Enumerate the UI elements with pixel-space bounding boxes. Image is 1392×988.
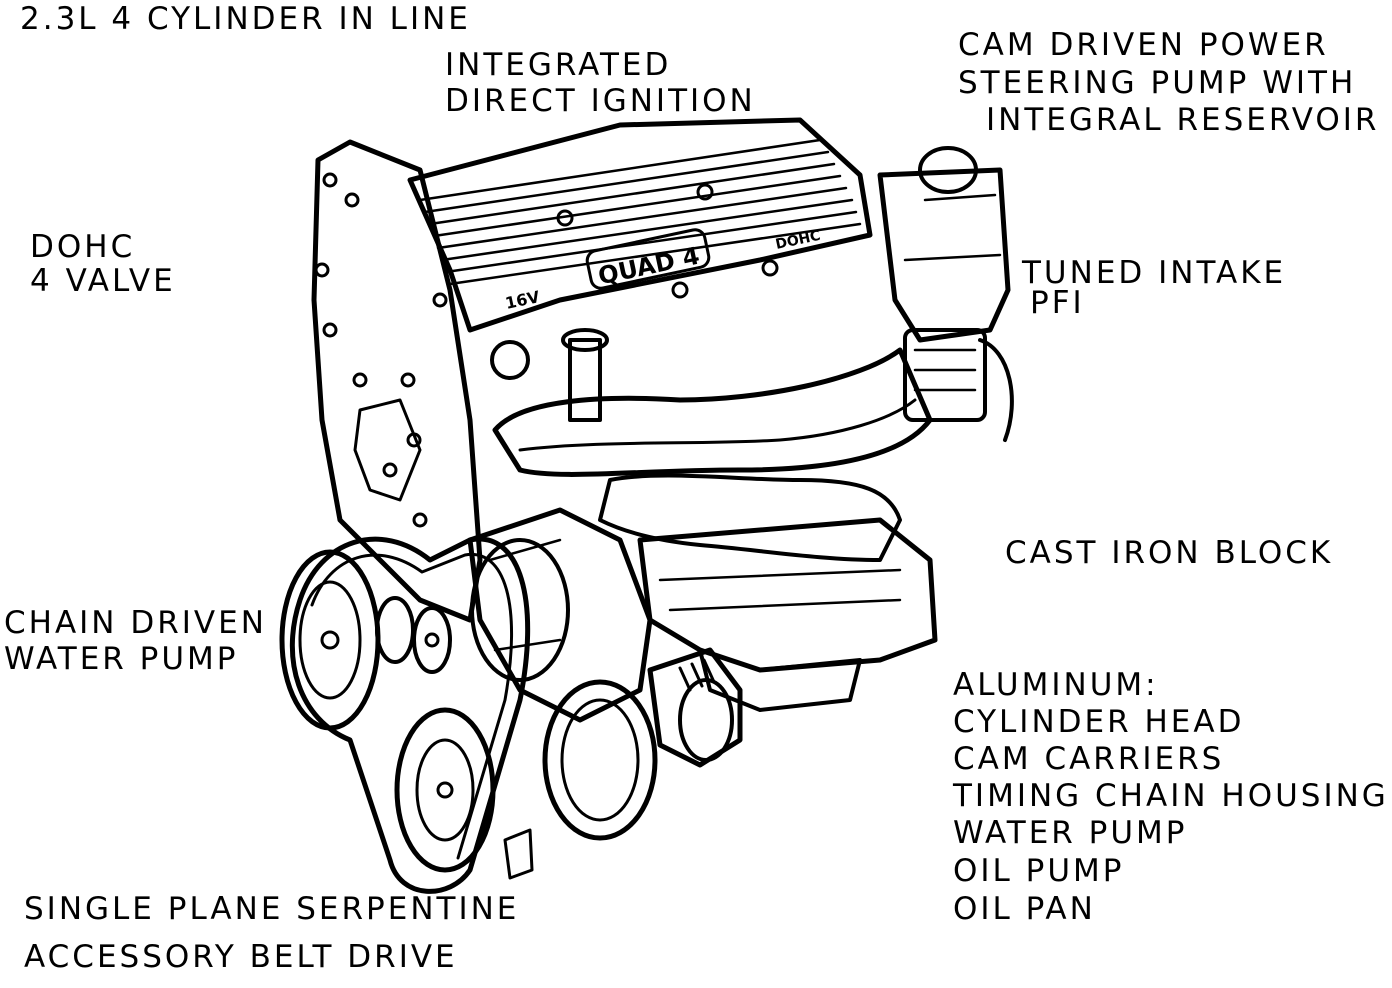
label-water-pump-line-2: WATER PUMP — [4, 641, 239, 677]
ignition-connector — [490, 340, 530, 380]
label-ignition-line-1: INTEGRATED — [445, 47, 672, 83]
mounting-foot — [503, 828, 534, 880]
label-aluminum-line-3: CAM CARRIERS — [953, 741, 1225, 777]
label-aluminum-line-1: ALUMINUM: — [953, 667, 1159, 703]
label-power-steering-line-2: STEERING PUMP WITH — [958, 65, 1357, 101]
power-steering-reservoir — [877, 167, 1011, 343]
cam-cover-bolts — [556, 183, 779, 299]
label-intake-line-1: TUNED INTAKE — [1022, 255, 1287, 291]
label-belt-drive-line-2: ACCESSORY BELT DRIVE — [24, 939, 458, 975]
intake-runners — [492, 347, 933, 477]
label-belt-drive-line-1: SINGLE PLANE SERPENTINE — [24, 891, 520, 927]
quad4-badge-frame — [585, 228, 711, 290]
cover-boss — [353, 398, 422, 502]
label-engine-type: 2.3L 4 CYLINDER IN LINE — [20, 1, 471, 37]
label-power-steering-line-1: CAM DRIVEN POWER — [958, 27, 1329, 63]
throttle-body — [903, 328, 987, 422]
label-aluminum-line-6: OIL PUMP — [953, 853, 1125, 889]
timing-chain-cover — [311, 139, 483, 623]
label-valvetrain-line-1: DOHC — [30, 229, 136, 265]
idler-pulley-2 — [412, 606, 452, 674]
engine-block — [637, 517, 938, 673]
cam-cover-fins — [418, 138, 862, 286]
label-ignition-line-2: DIRECT IGNITION — [445, 83, 756, 119]
oil-pan — [698, 648, 862, 712]
label-intake-line-2: PFI — [1030, 285, 1085, 321]
label-valvetrain-line-2: 4 VALVE — [30, 263, 176, 299]
alternator — [467, 507, 653, 723]
idler-pulley-1 — [375, 596, 415, 664]
label-power-steering-line-3: INTEGRAL RESERVOIR — [986, 102, 1380, 138]
reservoir-cap — [918, 146, 978, 194]
water-pump-pulley — [394, 707, 496, 873]
label-aluminum-line-5: WATER PUMP — [953, 815, 1188, 851]
compressor-pulley — [542, 679, 658, 841]
label-block: CAST IRON BLOCK — [1005, 535, 1334, 571]
label-aluminum-line-7: OIL PAN — [953, 891, 1096, 927]
crank-pulley — [279, 549, 381, 731]
serpentine-belt — [289, 536, 531, 894]
intake-lower-runner — [598, 473, 902, 562]
cam-cover — [407, 117, 873, 333]
throttle-linkage — [978, 338, 1014, 442]
label-aluminum-line-2: CYLINDER HEAD — [953, 704, 1245, 740]
cover-bolts — [314, 172, 448, 528]
breather-tube — [568, 338, 602, 422]
oil-filter — [647, 647, 743, 768]
label-water-pump-line-1: CHAIN DRIVEN — [4, 605, 267, 641]
label-aluminum-line-4: TIMING CHAIN HOUSING — [953, 778, 1389, 814]
